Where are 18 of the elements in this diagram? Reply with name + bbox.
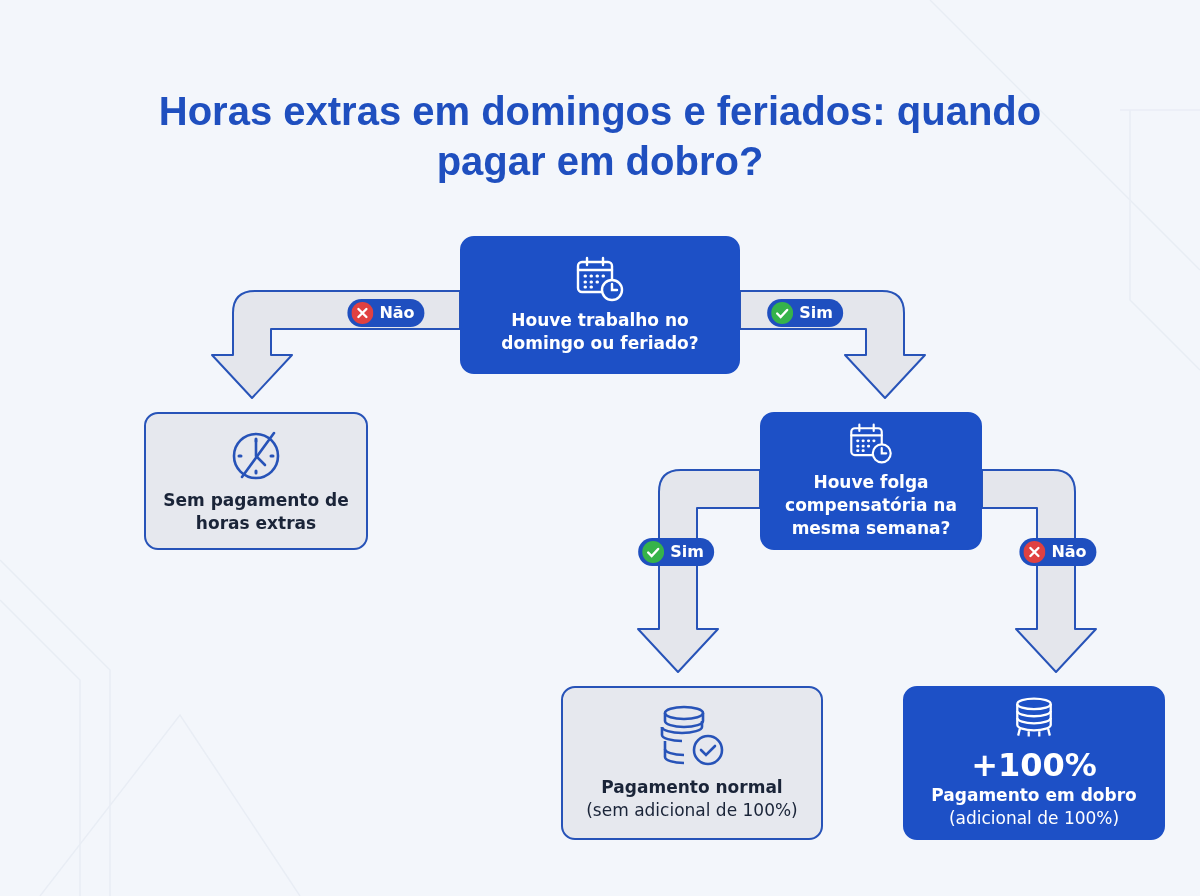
result-heading: Pagamento em dobro [931,784,1137,807]
result-heading: Pagamento normal [601,776,783,799]
result-box [561,686,823,840]
result-note: (adicional de 100%) [948,807,1120,830]
result-box [144,412,368,550]
edge-label: Não [379,303,415,323]
node-text: Houve trabalho no domingo ou feriado? [500,309,700,355]
title: Horas extras em domingos e feriados: quando pagar em dobro? [157,88,1043,185]
node-text: Sem pagamento de horas extras [162,489,350,535]
node-text: Houve folga compensatória na mesma semana? [784,471,958,540]
decision-box [460,236,740,374]
decision-box [760,412,982,550]
result-note: (sem adicional de 100%) [586,799,798,822]
decision-box [903,686,1165,840]
edge-label: Não [1051,542,1087,562]
edge-label: Sim [799,303,833,323]
edge-label: Sim [670,542,704,562]
percentage-value: +100% [971,746,1097,784]
